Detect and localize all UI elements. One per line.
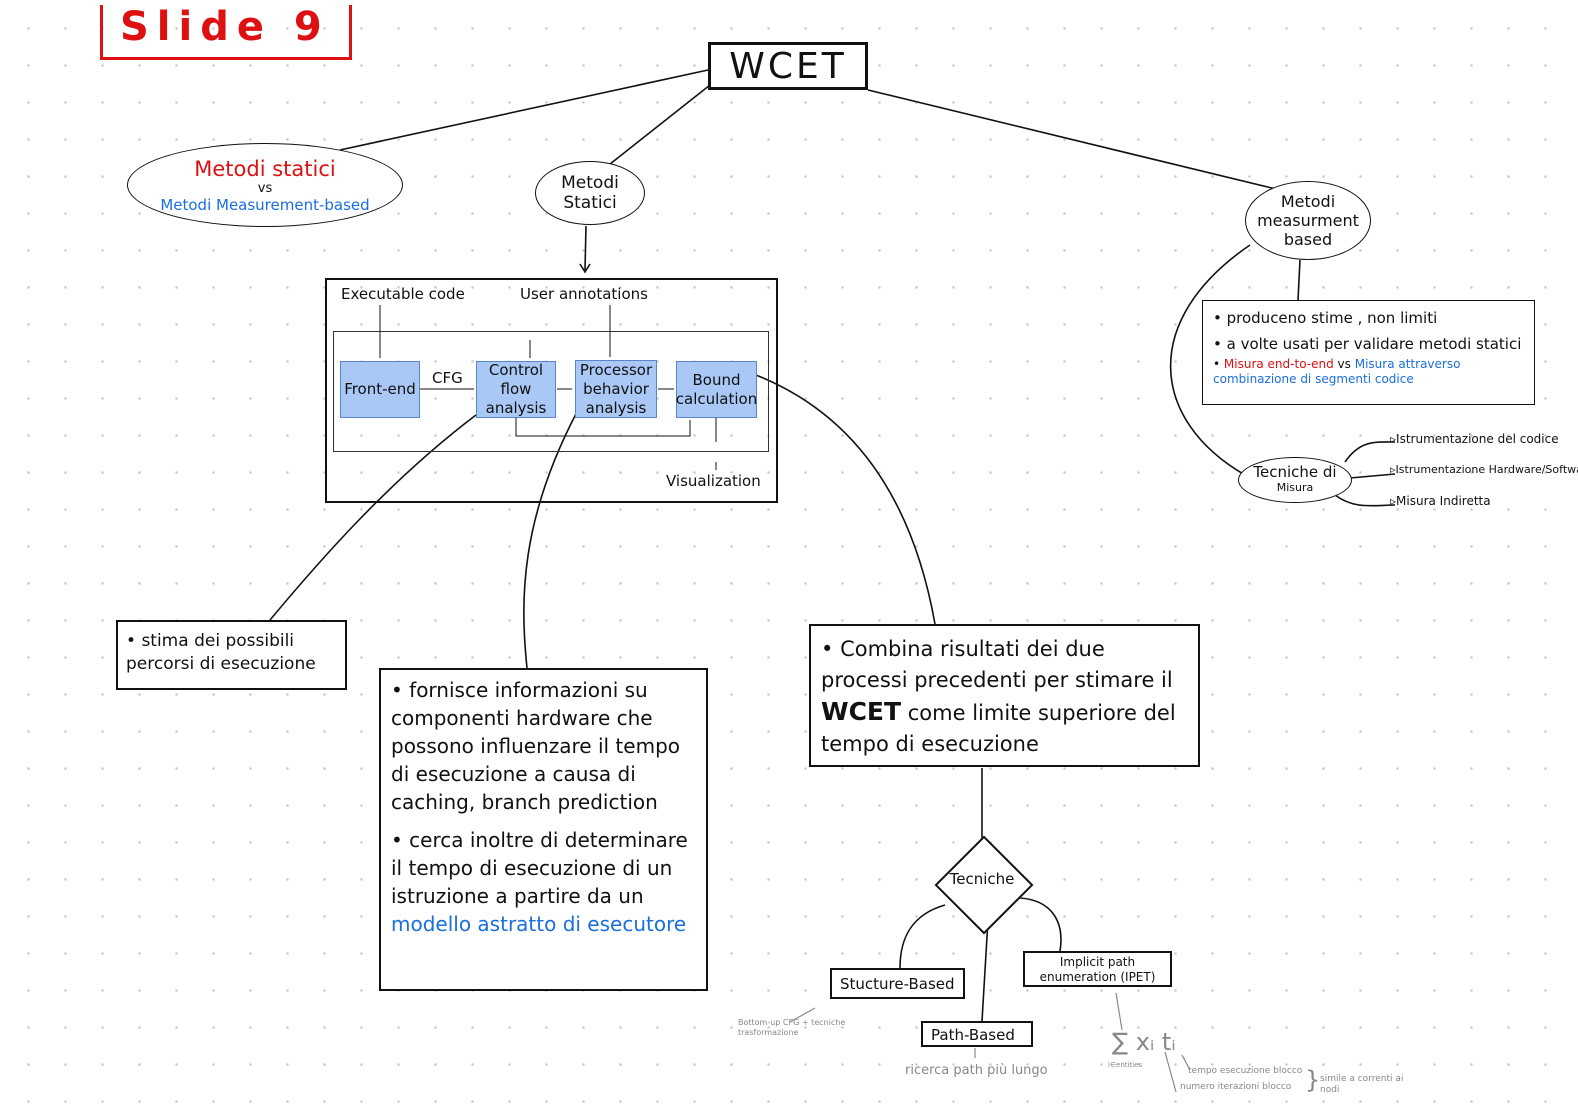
- processor-behavior-analysis-block: Processor behavior analysis: [575, 360, 657, 418]
- measurement-methods-node: Metodi measurment based: [1245, 181, 1371, 260]
- path-annotation: ricerca path più lungo: [905, 1063, 1048, 1078]
- note-text: vs: [1337, 357, 1351, 371]
- measurement-techniques-node: Tecniche di Misura: [1238, 457, 1352, 503]
- visualization-label: Visualization: [666, 472, 761, 490]
- executable-code-label: Executable code: [341, 285, 465, 303]
- control-flow-analysis-block: Control flow analysis: [476, 361, 556, 418]
- structure-based-node: Stucture-Based: [830, 968, 965, 999]
- slide-title: Slide 9: [120, 4, 330, 50]
- techniques-label: Tecniche: [949, 870, 1015, 888]
- branch-label: Istrumentazione del codice: [1396, 432, 1559, 446]
- static-methods-node: Metodi Statici: [535, 161, 645, 225]
- pipeline-inner-frame: [333, 331, 769, 452]
- note-text: Misura attraverso combinazione di segmen…: [1213, 357, 1461, 386]
- technique-branch: ▹Istrumentazione del codice: [1390, 432, 1559, 446]
- ti-annotation: tempo esecuzione blocco: [1188, 1066, 1303, 1076]
- ipet-formula: ∑ xᵢ tᵢ: [1112, 1028, 1176, 1056]
- node-label: measurment: [1257, 211, 1359, 230]
- processor-behavior-note-box: • fornisce informazioni su componenti ha…: [379, 668, 708, 991]
- static-methods-label: Metodi statici: [194, 156, 336, 181]
- note-text-bold: WCET: [821, 697, 902, 726]
- front-end-block: Front-end: [340, 361, 420, 418]
- bound-calculation-block: Bound calculation: [676, 361, 757, 418]
- ipet-node: Implicit path enumeration (IPET): [1023, 951, 1172, 987]
- slide-title-box: [100, 5, 352, 60]
- note-text: Combina risultati dei due processi prece…: [821, 637, 1173, 692]
- branch-label: Istrumentazione Hardware/Software: [1395, 463, 1578, 476]
- node-label: Statici: [563, 193, 617, 213]
- note-bullet: • a volte usati per validare metodi stat…: [1213, 335, 1522, 353]
- note-text: produceno stime , non limiti: [1226, 309, 1438, 327]
- path-based-node: Path-Based: [921, 1021, 1033, 1047]
- wcet-root-node: WCET: [708, 42, 868, 90]
- control-flow-note-box: • stima dei possibili percorsi di esecuz…: [116, 620, 347, 690]
- note-text-highlight: modello astratto di esecutore: [391, 912, 687, 936]
- technique-branch: ▹Istrumentazione Hardware/Software: [1390, 463, 1578, 476]
- note-text: a volte usati per validare metodi static…: [1226, 335, 1522, 353]
- compare-ellipse: Metodi statici vs Metodi Measurement-bas…: [127, 143, 403, 227]
- node-label: Metodi: [561, 173, 619, 193]
- note-bullet: • Misura end-to-end vs Misura attraverso…: [1213, 357, 1461, 386]
- note-text: cerca inoltre di determinare il tempo di…: [391, 828, 688, 908]
- structure-annotation: Bottom-up CFG + tecniche trasformazione: [738, 1018, 846, 1037]
- measurement-methods-label: Metodi Measurement-based: [160, 195, 370, 214]
- similar-annotation: simile a correnti ai nodi: [1320, 1074, 1404, 1095]
- user-annotations-label: User annotations: [520, 285, 648, 303]
- note-bullet: • cerca inoltre di determinare il tempo …: [391, 828, 688, 936]
- bound-calculation-note-box: • Combina risultati dei due processi pre…: [809, 624, 1200, 767]
- technique-branch: ▹Misura Indiretta: [1390, 494, 1491, 508]
- formula-subscript: i∈entities: [1108, 1061, 1143, 1069]
- brace: }: [1305, 1066, 1321, 1094]
- xi-annotation: numero iterazioni blocco: [1180, 1082, 1292, 1092]
- node-label: Misura: [1276, 481, 1314, 494]
- node-label: based: [1283, 230, 1333, 249]
- static-analysis-pipeline: [325, 278, 778, 503]
- node-label: Tecniche di: [1253, 463, 1337, 481]
- note-text: Misura end-to-end: [1223, 357, 1334, 371]
- cfg-label: CFG: [432, 369, 463, 387]
- node-label: Metodi: [1280, 192, 1336, 211]
- note-bullet: • produceno stime , non limiti: [1213, 309, 1438, 327]
- note-text: fornisce informazioni su componenti hard…: [391, 678, 680, 814]
- measurement-notes-box: • produceno stime , non limiti • a volte…: [1202, 300, 1535, 405]
- note-text: come limite superiore del tempo di esecu…: [821, 701, 1176, 756]
- note-bullet: • fornisce informazioni su componenti ha…: [391, 678, 680, 814]
- vs-label: vs: [257, 180, 273, 196]
- note-text: stima dei possibili percorsi di esecuzio…: [126, 631, 316, 674]
- branch-label: Misura Indiretta: [1396, 494, 1491, 508]
